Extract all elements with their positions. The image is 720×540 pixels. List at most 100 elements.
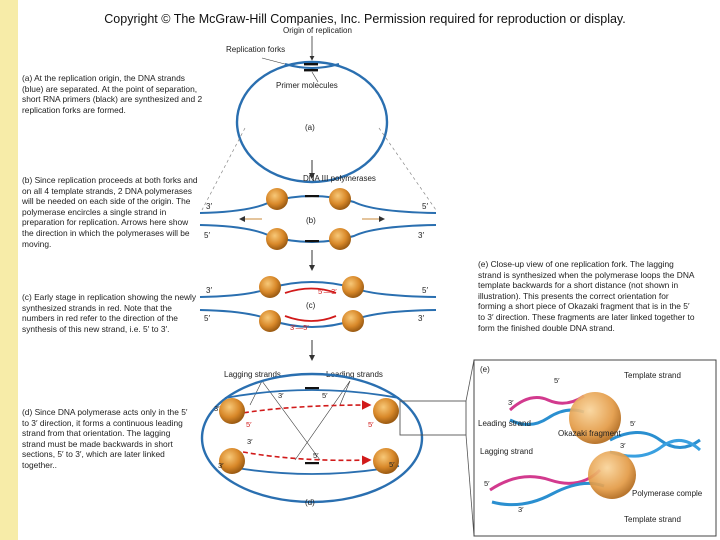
primers-label: Primer molecules [276, 81, 338, 90]
c-3prime-left: 3′ [206, 286, 212, 295]
c-red-53: 5′—3′ [318, 287, 337, 296]
polymerase-c1 [259, 276, 281, 298]
leading-pointer-1 [294, 380, 351, 461]
template-label-1: Template strand [624, 371, 681, 380]
new-strand-c-top [284, 287, 337, 294]
d-red-5prime-2: 5′ [368, 420, 374, 429]
e-3prime-2: 3′ [620, 441, 626, 450]
leading-e-label: Leading strand [478, 419, 531, 428]
d-5prime-3: 5′ [389, 460, 395, 469]
primer-bottom [304, 69, 318, 72]
side-stripe [0, 0, 18, 540]
primers-pointer [311, 71, 319, 83]
primer-b1 [305, 195, 319, 198]
polymerase-d3 [219, 448, 245, 474]
caption-c: (c) Early stage in replication showing t… [22, 292, 197, 334]
helix-bottom-strand-a [489, 468, 602, 492]
panel-a: Origin of replication Replication forks … [201, 26, 437, 211]
d-3prime-4: 3′ [218, 461, 224, 470]
caption-e: (e) Close-up view of one replication for… [478, 259, 695, 333]
strand-c-top [199, 281, 437, 298]
e-5prime-1: 5′ [554, 376, 560, 385]
label-a: (a) [305, 123, 315, 132]
b-3prime-right: 3′ [418, 231, 424, 240]
copyright-notice: Copyright © The McGraw-Hill Companies, I… [20, 10, 710, 28]
plasmid-d [200, 372, 424, 504]
c-5prime-left: 5′ [204, 314, 210, 323]
zoom-line-left [201, 127, 246, 211]
zoom-connector-bottom [465, 434, 475, 537]
origin-label: Origin of replication [283, 26, 352, 35]
polymerase-b3 [266, 228, 288, 250]
dna3-label: DNA III polymerases [303, 174, 376, 183]
c-5prime-right: 5′ [422, 286, 428, 295]
template-label-2: Template strand [624, 515, 681, 524]
primer-top [304, 63, 318, 66]
inner-strand-bottom [224, 465, 400, 475]
d-3prime-3: 3′ [247, 437, 253, 446]
zoom-box [399, 400, 467, 436]
strand-b-top [199, 195, 437, 214]
c-3prime-right: 3′ [418, 314, 424, 323]
plasmid-a [235, 60, 389, 184]
polycomplex-label: Polymerase comple [632, 489, 703, 498]
label-d: (d) [305, 498, 315, 507]
primer-b2 [305, 240, 319, 243]
forks-label: Replication forks [226, 45, 285, 54]
d-red-5prime-1: 5′ [246, 420, 252, 429]
lagging-strand-top [235, 400, 372, 415]
c-red-35: 3′—5′ [290, 323, 309, 332]
new-strand-c-bottom [284, 315, 337, 322]
polymerase-e-top [569, 392, 621, 444]
okazaki-label: Okazaki fragment [558, 429, 621, 438]
helix-right-strand-b [609, 439, 702, 458]
e-3prime-1: 3′ [508, 398, 514, 407]
polymerase-c2 [342, 276, 364, 298]
polymerase-c3 [259, 310, 281, 332]
lagging-strand-bottom [242, 451, 372, 466]
polymerase-b2 [329, 188, 351, 210]
panel-d: Lagging strands Leading strands 3′ 5′ 3′… [200, 370, 424, 507]
b-5prime-right: 5′ [422, 202, 428, 211]
polymerase-b1 [266, 188, 288, 210]
polymerase-b4 [329, 228, 351, 250]
polymerase-c4 [342, 310, 364, 332]
caption-d: (d) Since DNA polymerase acts only in th… [22, 407, 188, 470]
leading-label: Leading strands [326, 370, 383, 379]
d-3prime-2: 3′ [278, 391, 284, 400]
polymerase-d2 [373, 398, 399, 424]
helix-top-strand-a [508, 394, 585, 412]
bubble-a [284, 63, 340, 69]
polymerase-e-bottom [588, 451, 636, 499]
e-5prime-3: 5′ [484, 479, 490, 488]
d-3prime-1: 3′ [214, 404, 220, 413]
e-5prime-2: 5′ [630, 419, 636, 428]
b-3prime-left: 3′ [206, 202, 212, 211]
label-e: (e) [480, 365, 490, 374]
inner-strand-top [224, 389, 400, 399]
label-b: (b) [306, 216, 316, 225]
strand-b-bottom [199, 224, 437, 243]
strand-c-bottom [199, 309, 437, 328]
lagging-label: Lagging strands [224, 370, 281, 379]
caption-b: (b) Since replication proceeds at both f… [22, 175, 198, 249]
b-5prime-left: 5′ [204, 231, 210, 240]
panel-e: (e) Template strand 5′ 3′ Leading strand… [473, 359, 717, 537]
panel-c: 5′—3′ 3′—5′ (c) 3′ 5′ 5′ 3′ [199, 276, 437, 332]
e-3prime-3: 3′ [518, 505, 524, 514]
leading-pointer-2 [339, 380, 351, 406]
polymerase-d4 [373, 448, 399, 474]
d-5prime-1: 5′ [322, 391, 328, 400]
panel-b: DNA III polymerases (b) 3′ 5′ 5′ 3′ [199, 174, 437, 250]
lagging-e-label: Lagging strand [480, 447, 533, 456]
zoom-connector-top [465, 359, 475, 402]
lagging-pointer-1 [261, 380, 321, 461]
primer-d1 [305, 387, 319, 390]
polymerase-d1 [219, 398, 245, 424]
d-5prime-2: 5′ [313, 451, 319, 460]
label-c: (c) [306, 301, 316, 310]
zoom-line-right [378, 127, 437, 211]
primer-d2 [305, 462, 319, 465]
helix-right-strand-a [609, 431, 701, 449]
caption-a: (a) At the replication origin, the DNA s… [22, 73, 203, 115]
